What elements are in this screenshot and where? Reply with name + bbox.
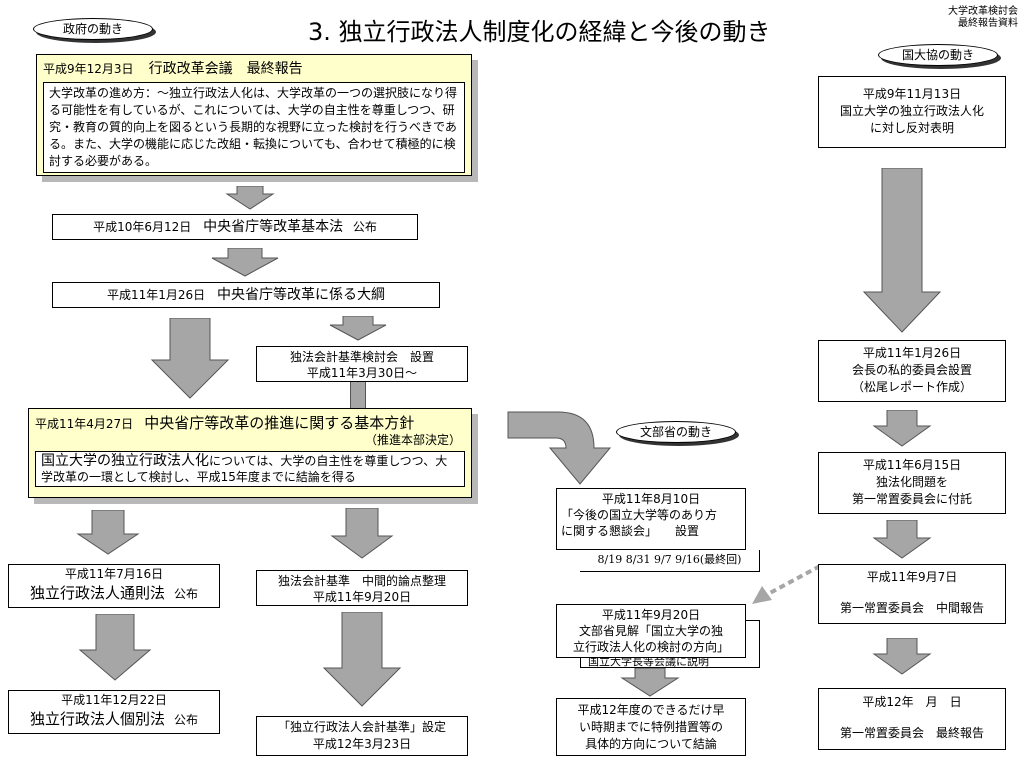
box-kondankai-date: 平成11年8月10日 [601, 492, 701, 506]
arrow-down-k2 [872, 410, 932, 447]
arrow-down-5 [330, 508, 394, 559]
arrow-down-7 [322, 612, 402, 707]
box-kihon-houshin-body-rest: については、大学の自主性を尊重しつつ、大学改革の一環として検討し、平成15年度ま… [41, 454, 448, 484]
box-tsusokuho-suffix: 公布 [174, 587, 199, 601]
arrow-down-k4 [872, 638, 932, 675]
box-ketsuron-line2: い時期までに特例措置等の [578, 720, 723, 734]
arrow-down-4 [76, 510, 140, 555]
box-fukutaku-line1: 平成11年6月15日 [862, 458, 962, 472]
kondankai-meeting-dates: 8/19 8/31 9/7 9/16(最終回) [580, 550, 760, 572]
box-kenkai-line1: 文部省見解「国立大学の独 [578, 624, 723, 638]
corner-note-line2: 最終報告資料 [958, 18, 1018, 29]
box-kobetsuho-suffix: 公布 [174, 713, 199, 727]
box-kihon-houshin-body-lead: 国立大学の独立行政法人化 [41, 453, 209, 469]
box-kobetsuho-date: 平成11年12月22日 [61, 693, 167, 707]
box-chukan-hokoku: 平成11年9月7日 第一常置委員会 中間報告 [818, 564, 1006, 624]
box-chukan-ronten-line1: 独法会計基準 中間的論点整理 [277, 574, 446, 588]
label-kokudai: 国大協の動き [878, 44, 998, 66]
box-chukan-ronten: 独法会計基準 中間的論点整理 平成11年9月20日 [256, 570, 468, 606]
arrow-down-big-right [862, 168, 942, 333]
connector-line [350, 382, 366, 408]
box-tsusokuho-date: 平成11年7月16日 [64, 567, 164, 581]
box-kobetsuho-title: 独立行政法人個別法 [29, 710, 165, 728]
arrow-down-monbu [620, 668, 680, 697]
box-kihon-houshin-sub: （推進本部決定） [364, 433, 461, 447]
page-title: 3. 独立行政法人制度化の経緯と今後の動き [308, 18, 771, 46]
box-ketsuron-line3: 具体的方向について結論 [585, 737, 717, 751]
box-gyokaku-heading: 平成9年12月3日 行政改革会議 最終報告 [43, 58, 465, 78]
box-gyokaku-body-text: 大学改革の進め方：～独立行政法人化は、大学改革の一つの選択肢になり得る可能性を有… [49, 86, 458, 168]
box-kenkai-note: 国立大学長等会議に説明 [588, 655, 709, 668]
box-taiko-title: 中央省庁等改革に係る大綱 [217, 287, 385, 303]
box-kondankai-line2: に関する懇談会」 設置 [561, 524, 700, 538]
box-kaikei-kijun-line2: 平成12年3月23日 [312, 737, 412, 751]
box-taiko-date: 平成11年1月26日 [106, 288, 206, 302]
arrow-down-1 [225, 186, 275, 210]
box-saishu-hokoku-line1: 平成12年 月 日 [862, 695, 962, 709]
arrow-dotted-to-monbu [752, 564, 821, 604]
box-kaikei-kijun: 「独立行政法人会計基準」設定 平成12年3月23日 [256, 716, 468, 756]
box-kihon-houshin-title: 中央省庁等改革の推進に関する基本方針 [144, 414, 415, 432]
label-monbu: 文部省の動き [616, 421, 736, 443]
label-gov: 政府の動き [33, 18, 153, 40]
box-kobetsuho: 平成11年12月22日 独立行政法人個別法 公布 [8, 690, 220, 734]
box-kondankai: 平成11年8月10日 「今後の国立大学等のあり方 に関する懇談会」 設置 [556, 488, 746, 550]
box-kihonhou: 平成10年6月12日 中央省庁等改革基本法 公布 [52, 214, 418, 240]
box-hantai: 平成9年11月13日 国立大学の独立行政法人化 に対し反対表明 [818, 76, 1006, 148]
box-kenkai-line2: 立行政法人化の検討の方向」 [572, 640, 729, 654]
corner-note-line1: 大学改革検討会 [948, 6, 1018, 17]
box-kenkai-date: 平成11年9月20日 [601, 608, 701, 622]
arrow-down-k3 [872, 520, 932, 559]
arrow-curved-to-monbu [507, 411, 612, 485]
box-kihonhou-date: 平成10年6月12日 [93, 220, 192, 234]
box-hantai-line2: 国立大学の独立行政法人化 [839, 104, 984, 118]
box-kondankai-line1: 「今後の国立大学等のあり方 [561, 508, 718, 522]
box-tsusokuho-title: 独立行政法人通則法 [29, 584, 165, 602]
box-saishu-hokoku-line2: 第一常置委員会 最終報告 [839, 726, 984, 740]
box-gyokaku-title: 行政改革会議 最終報告 [148, 61, 303, 77]
box-gyokaku-report: 平成9年12月3日 行政改革会議 最終報告 大学改革の進め方：～独立行政法人化は… [36, 54, 472, 176]
box-kaikei-kijun-line1: 「独立行政法人会計基準」設定 [277, 720, 446, 734]
box-hantai-line3: に対し反対表明 [869, 121, 954, 135]
box-shiteki-iinkai-line3: （松尾レポート作成） [851, 380, 972, 394]
box-kihon-houshin-heading: 平成11年4月27日 中央省庁等改革の推進に関する基本方針 [35, 412, 465, 433]
box-gyokaku-body: 大学改革の進め方：～独立行政法人化は、大学改革の一つの選択肢になり得る可能性を有… [43, 82, 465, 173]
arrow-down-3 [329, 316, 387, 341]
arrow-down-6 [78, 614, 152, 681]
box-fukutaku: 平成11年6月15日 独法化問題を 第一常置委員会に付託 [818, 452, 1006, 514]
box-kaikei-kentokai-line1: 独法会計基準検討会 設置 [289, 350, 434, 364]
box-chukan-ronten-line2: 平成11年9月20日 [312, 590, 412, 604]
box-fukutaku-line3: 第一常置委員会に付託 [851, 492, 972, 506]
corner-note: 大学改革検討会 最終報告資料 [948, 6, 1018, 30]
box-tsusokuho: 平成11年7月16日 独立行政法人通則法 公布 [8, 564, 220, 608]
box-kihonhou-title: 中央省庁等改革基本法 [203, 219, 344, 235]
box-hantai-line1: 平成9年11月13日 [862, 87, 962, 101]
box-ketsuron-line1: 平成12年度のできるだけ早 [577, 703, 725, 717]
box-shiteki-iinkai-line1: 平成11年1月26日 [862, 346, 962, 360]
box-kaikei-kentokai: 独法会計基準検討会 設置 平成11年3月30日～ [256, 346, 468, 382]
box-chukan-hokoku-line2: 第一常置委員会 中間報告 [839, 601, 984, 615]
arrow-down-2 [211, 248, 279, 277]
box-kihon-houshin-body: 国立大学の独立行政法人化については、大学の自主性を尊重しつつ、大学改革の一環とし… [35, 451, 465, 487]
box-kihon-houshin-date: 平成11年4月27日 [35, 417, 134, 431]
box-kihon-houshin: 平成11年4月27日 中央省庁等改革の推進に関する基本方針 （推進本部決定） 国… [28, 408, 472, 498]
box-taiko: 平成11年1月26日 中央省庁等改革に係る大綱 [52, 282, 440, 308]
box-shiteki-iinkai-line2: 会長の私的委員会設置 [851, 363, 972, 377]
box-saishu-hokoku: 平成12年 月 日 第一常置委員会 最終報告 [818, 688, 1006, 750]
box-shiteki-iinkai: 平成11年1月26日 会長の私的委員会設置 （松尾レポート作成） [818, 340, 1006, 402]
box-chukan-hokoku-line1: 平成11年9月7日 [866, 570, 958, 584]
box-kaikei-kentokai-line2: 平成11年3月30日～ [306, 366, 418, 380]
box-kihonhou-suffix: 公布 [352, 220, 377, 234]
box-fukutaku-line2: 独法化問題を [875, 475, 948, 489]
arrow-down-big-left [150, 318, 230, 399]
box-ketsuron: 平成12年度のできるだけ早 い時期までに特例措置等の 具体的方向について結論 [556, 698, 746, 756]
box-kenkai: 平成11年9月20日 文部省見解「国立大学の独 立行政法人化の検討の方向」 [556, 604, 746, 658]
box-gyokaku-date: 平成9年12月3日 [43, 62, 134, 76]
